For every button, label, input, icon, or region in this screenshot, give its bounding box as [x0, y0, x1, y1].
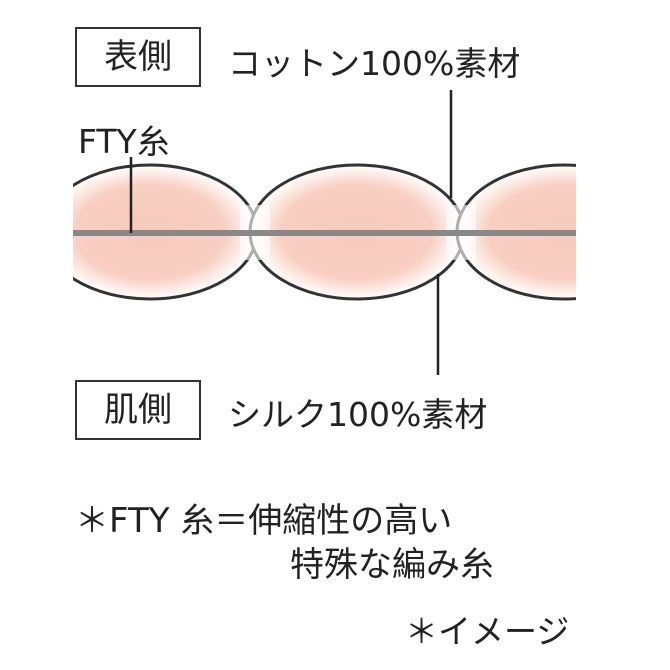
fty-note-line2: 特殊な編み糸 [290, 545, 494, 585]
front-side-label: 表側 [75, 27, 201, 87]
skin-side-label: 肌側 [75, 380, 201, 440]
image-note: ＊イメージ [405, 612, 570, 651]
front-material-label: コットン100%素材 [228, 44, 521, 83]
fty-yarn-label: FTY糸 [78, 122, 170, 161]
skin-material-label: シルク100%素材 [228, 395, 488, 434]
fty-note-line1: ＊FTY 糸＝伸縮性の高い [75, 501, 453, 541]
